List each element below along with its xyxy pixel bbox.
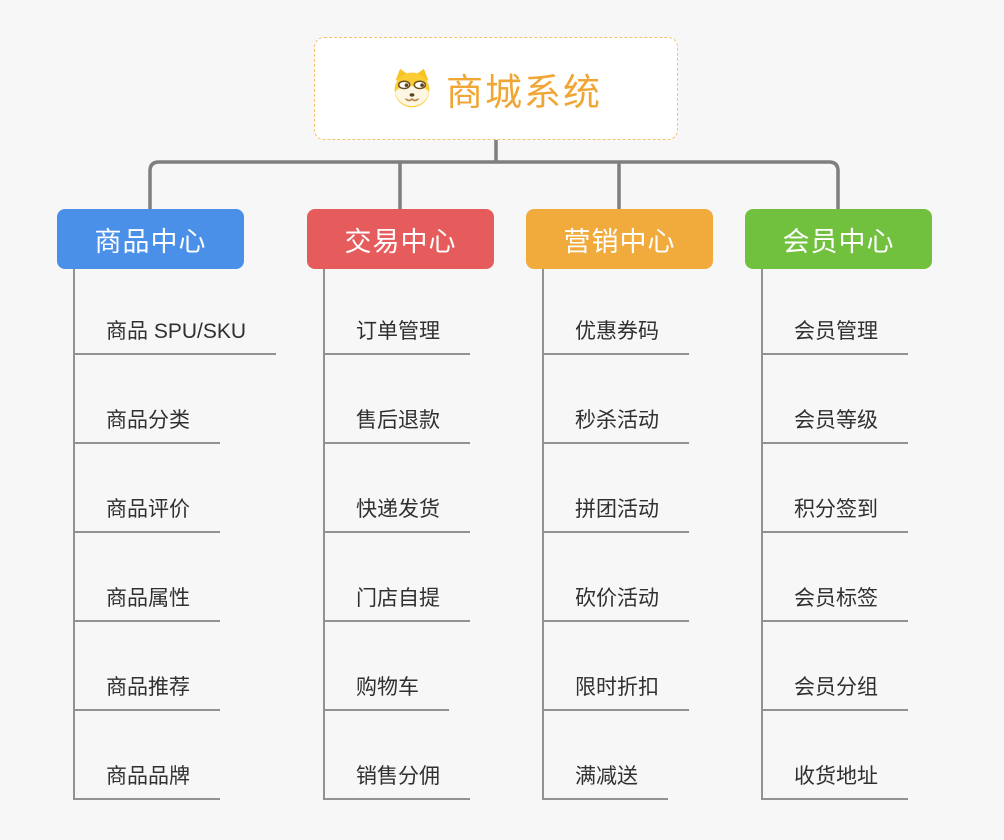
branch-node-2[interactable]: 交易中心 [307,209,494,269]
branch-trunk-line [761,269,763,800]
child-node[interactable]: 会员标签 [761,585,908,622]
child-node[interactable]: 售后退款 [323,407,470,444]
root-node[interactable]: 商城系统 [314,37,678,140]
child-node[interactable]: 会员管理 [761,318,908,355]
child-node[interactable]: 满减送 [542,763,668,800]
branch-trunk-line [323,269,325,800]
branch-label: 营销中心 [563,226,676,257]
branch-node-3[interactable]: 营销中心 [526,209,713,269]
branch-label: 交易中心 [344,226,457,257]
child-node[interactable]: 销售分佣 [323,763,470,800]
child-node[interactable]: 秒杀活动 [542,407,689,444]
child-node[interactable]: 门店自提 [323,585,470,622]
child-node[interactable]: 会员等级 [761,407,908,444]
child-node[interactable]: 限时折扣 [542,674,689,711]
branch-node-4[interactable]: 会员中心 [745,209,932,269]
dog-face-icon [394,68,430,107]
child-node[interactable]: 积分签到 [761,496,908,533]
child-node[interactable]: 商品 SPU/SKU [73,318,277,355]
branch-label: 商品中心 [94,226,207,257]
child-node[interactable]: 商品品牌 [73,763,220,800]
child-node[interactable]: 收货地址 [761,763,908,800]
branch-node-1[interactable]: 商品中心 [57,209,244,269]
child-node[interactable]: 订单管理 [323,318,470,355]
child-node[interactable]: 快递发货 [323,496,470,533]
branch-trunk-line [73,269,75,800]
root-label: 商城系统 [446,71,602,113]
child-node[interactable]: 会员分组 [761,674,908,711]
child-node[interactable]: 商品属性 [73,585,220,622]
branch-label: 会员中心 [782,226,895,257]
child-node[interactable]: 购物车 [323,674,449,711]
root-branch-connector [148,140,840,209]
child-node[interactable]: 商品分类 [73,407,220,444]
child-node[interactable]: 商品评价 [73,496,220,533]
child-node[interactable]: 商品推荐 [73,674,220,711]
branch-trunk-line [542,269,544,800]
child-node[interactable]: 拼团活动 [542,496,689,533]
child-node[interactable]: 砍价活动 [542,585,689,622]
child-node[interactable]: 优惠券码 [542,318,689,355]
